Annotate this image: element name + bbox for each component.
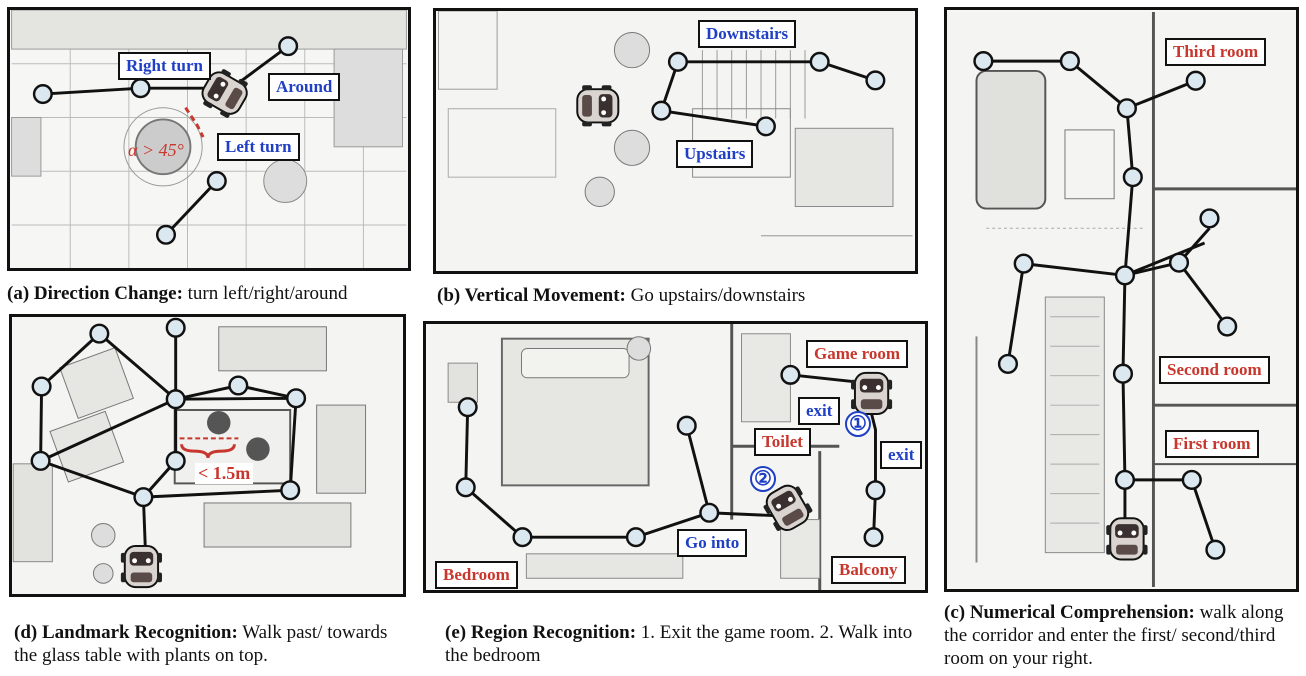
label-go-into: Go into: [677, 529, 748, 557]
label-exit-1: exit: [798, 397, 841, 425]
panel-vertical-movement: Downstairs Upstairs: [433, 8, 918, 274]
step-2-marker: ②: [750, 466, 776, 492]
panel-direction-change: Right turn Around Left turn α > 45°: [7, 7, 411, 271]
caption-d: (d) Landmark Recognition: Walk past/ tow…: [14, 621, 414, 667]
label-right-turn: Right turn: [118, 52, 211, 80]
panel-landmark-recognition: < 1.5m: [9, 314, 406, 597]
robot-car-icon: [850, 371, 894, 415]
robot-car-icon: [119, 545, 163, 589]
caption-e: (e) Region Recognition: 1. Exit the game…: [445, 621, 915, 667]
caption-a-text: turn left/right/around: [182, 283, 348, 304]
panel-numerical-comprehension: Third room Second room First room: [944, 7, 1299, 592]
step-1-marker: ①: [845, 411, 871, 437]
robot-car-icon: [576, 84, 620, 128]
robot-car-icon: [1105, 517, 1149, 561]
angle-annotation: α > 45°: [128, 140, 184, 160]
caption-a-title: (a) Direction Change:: [7, 283, 183, 304]
caption-e-title: (e) Region Recognition:: [445, 622, 637, 643]
floorplan-a: [11, 10, 407, 268]
caption-b-title: (b) Vertical Movement:: [437, 285, 626, 306]
label-toilet: Toilet: [754, 428, 811, 456]
label-bedroom: Bedroom: [435, 561, 518, 589]
label-game-room: Game room: [806, 340, 909, 368]
floorplan-c: [947, 11, 1296, 588]
label-upstairs: Upstairs: [676, 140, 754, 168]
label-left-turn: Left turn: [217, 133, 300, 161]
caption-b-text: Go upstairs/downstairs: [625, 285, 806, 306]
caption-b: (b) Vertical Movement: Go upstairs/downs…: [437, 284, 917, 307]
floorplan-d: [12, 317, 402, 594]
label-around: Around: [268, 73, 341, 101]
caption-d-text: Walk past/ towards the glass table with …: [14, 622, 388, 666]
panel-region-recognition: Game room exit exit Toilet ① ② Go into B…: [423, 321, 928, 593]
caption-e-text: 1. Exit the game room. 2. Walk into the …: [445, 622, 913, 666]
caption-c-text: walk along the corridor and enter the fi…: [944, 602, 1284, 669]
caption-a: (a) Direction Change: turn left/right/ar…: [7, 282, 427, 305]
floorplan-b: [437, 11, 913, 271]
label-first-room: First room: [1165, 430, 1259, 458]
caption-d-title: (d) Landmark Recognition:: [14, 622, 238, 643]
floorplan-e: [428, 324, 923, 590]
label-balcony: Balcony: [831, 556, 906, 584]
caption-c-title: (c) Numerical Comprehension:: [944, 602, 1195, 623]
label-downstairs: Downstairs: [698, 20, 797, 48]
label-exit-2: exit: [880, 441, 923, 469]
distance-annotation: < 1.5m: [195, 463, 254, 484]
caption-c: (c) Numerical Comprehension: walk along …: [944, 601, 1304, 670]
label-second-room: Second room: [1159, 356, 1270, 384]
label-third-room: Third room: [1165, 38, 1267, 66]
